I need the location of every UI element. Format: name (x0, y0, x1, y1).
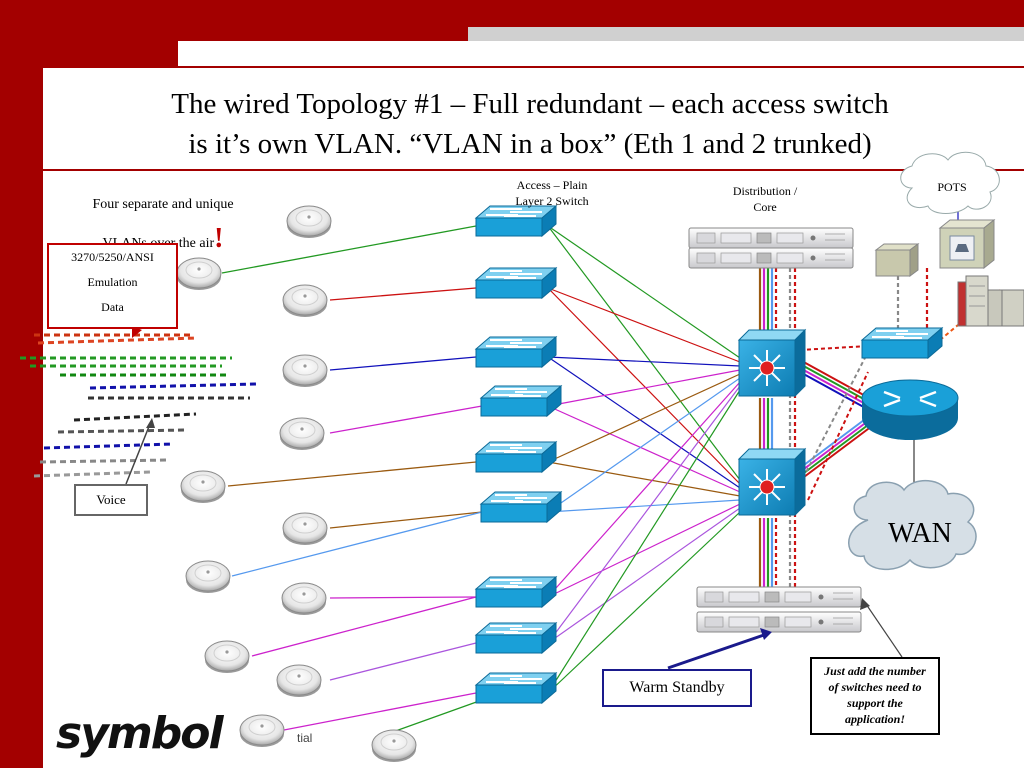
note-line-2: of switches need to (828, 680, 922, 694)
dist-label-line-1: Distribution / (732, 184, 798, 198)
link-ap5-sw5 (227, 461, 477, 487)
cloud-icon (900, 151, 1000, 214)
link-ap7-sw6 (231, 511, 483, 577)
server-chassis-icon (688, 227, 854, 249)
access-switches (475, 205, 562, 704)
layer2-switch-icon (475, 205, 557, 237)
access-switch-label: Access – Plain Layer 2 Switch (492, 177, 612, 209)
access-point-icon (281, 582, 327, 616)
cloud-icon (848, 480, 977, 571)
access-point-icon (185, 560, 231, 594)
vlans-exclamation: ! (214, 223, 224, 254)
access-label-line-1: Access – Plain (516, 178, 588, 192)
link-ap6-sw6 (329, 511, 483, 529)
core-uplinks (547, 225, 741, 694)
warm-standby-callout: Warm Standby (602, 669, 752, 707)
voice-callout: Voice (74, 484, 148, 516)
layer2-switch-icon (475, 336, 557, 368)
layer2-switch-icon (475, 622, 557, 654)
air-bands (20, 333, 257, 478)
access-point-icon (282, 512, 328, 546)
note-line-1: Just add the number (824, 664, 926, 678)
link-ap3-sw3 (329, 356, 477, 371)
access-point-icon (286, 205, 332, 239)
access-point-icon (276, 664, 322, 698)
access-points (176, 205, 417, 763)
link-ap9-sw7 (251, 596, 477, 657)
access-point-icon (176, 257, 222, 291)
layer2-switch-icon (861, 327, 943, 359)
access-point-icon (282, 284, 328, 318)
wan-label: WAN (888, 518, 952, 549)
server-chassis-icon (696, 586, 862, 608)
link-ap11-sw9 (283, 692, 477, 731)
layer2-switch-icon (480, 491, 562, 523)
link-ap1-sw1 (221, 225, 477, 274)
layer2-switch-icon (475, 672, 557, 704)
vlans-label-line-1: Four separate and unique (92, 197, 234, 212)
access-point-icon (371, 729, 417, 763)
link-ap10-sw8 (329, 642, 477, 681)
access-point-icon (180, 470, 226, 504)
ap-uplinks (221, 225, 483, 739)
access-point-icon (204, 640, 250, 674)
server-chassis-icon (957, 275, 1024, 327)
multilayer-switch-icon (738, 329, 806, 397)
server-chassis-icon (696, 611, 862, 633)
layer2-switch-icon (480, 385, 562, 417)
footer-text: tial (297, 731, 313, 745)
data-callout-line-1: 3270/5250/ANSI (71, 250, 154, 264)
link-ap2-sw2 (329, 287, 477, 301)
data-callout-line-2: Emulation (87, 275, 138, 289)
distribution-core-label: Distribution / Core (710, 183, 820, 215)
data-callout-line-3: Data (101, 300, 124, 314)
telephone-icon (938, 218, 996, 270)
access-point-icon (239, 714, 285, 748)
pots-label: POTS (937, 180, 967, 194)
note-line-4: application! (844, 712, 905, 726)
layer2-switch-icon (475, 267, 557, 299)
dist-label-line-2: Core (753, 200, 777, 214)
router-icon (861, 379, 959, 440)
data-vlan-callout: 3270/5250/ANSI Emulation Data (47, 243, 178, 329)
multilayer-switch-icon (738, 448, 806, 516)
link-ap8-sw7 (329, 596, 477, 599)
pbx-icon (874, 243, 920, 277)
layer2-switch-icon (475, 441, 557, 473)
layer2-switch-icon (475, 576, 557, 608)
callout-arrows (125, 296, 903, 670)
switch-count-note: Just add the number of switches need to … (810, 657, 940, 735)
slide-title-line-2: is it’s own VLAN. “VLAN in a box” (Eth 1… (188, 128, 872, 160)
symbol-logo: symbol (56, 708, 224, 759)
access-label-line-2: Layer 2 Switch (515, 194, 589, 208)
note-line-3: support the (847, 696, 903, 710)
edge-switch (861, 327, 943, 359)
link-ap4-sw4 (329, 405, 483, 434)
access-point-icon (282, 354, 328, 388)
server-chassis-icon (688, 247, 854, 269)
slide-title-line-1: The wired Topology #1 – Full redundant –… (171, 88, 889, 120)
slide-title: The wired Topology #1 – Full redundant –… (60, 84, 1000, 164)
access-point-icon (279, 417, 325, 451)
